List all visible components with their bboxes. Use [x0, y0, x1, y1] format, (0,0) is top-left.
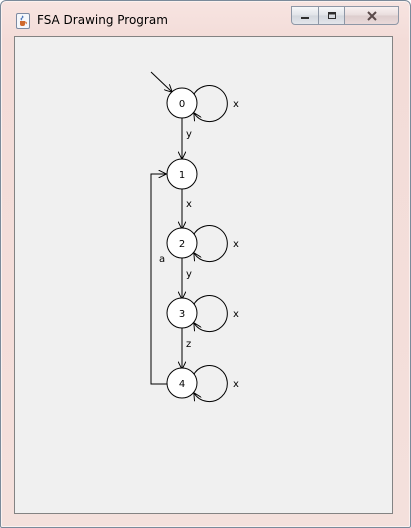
java-cup-icon[interactable] — [16, 13, 30, 29]
self-loop-3[interactable] — [192, 295, 228, 333]
label-0-1: y — [186, 129, 192, 140]
window-title: FSA Drawing Program — [37, 13, 168, 27]
state-3[interactable]: 3 — [166, 297, 198, 329]
state-3-label: 3 — [179, 309, 185, 320]
state-2-label: 2 — [179, 239, 185, 250]
drawing-panel[interactable]: 0 1 2 3 4 x y x x y x — [14, 36, 393, 514]
title-bar[interactable]: FSA Drawing Program — [1, 1, 410, 31]
label-2-2: x — [233, 239, 239, 250]
label-3-4: z — [186, 339, 191, 350]
maximize-button[interactable] — [318, 6, 345, 25]
state-2[interactable]: 2 — [166, 227, 198, 259]
state-0[interactable]: 0 — [166, 87, 198, 119]
label-4-4: x — [233, 379, 239, 390]
self-loop-0[interactable] — [192, 85, 228, 123]
minimize-icon — [301, 16, 309, 19]
fsa-canvas[interactable]: 0 1 2 3 4 x y x x y x — [15, 37, 392, 513]
label-4-1: a — [159, 254, 165, 265]
label-3-3: x — [233, 309, 239, 320]
self-loop-2[interactable] — [192, 225, 228, 263]
label-2-3: y — [186, 269, 192, 280]
label-0-0: x — [233, 99, 239, 110]
close-icon — [366, 10, 377, 21]
minimize-button[interactable] — [291, 6, 319, 25]
state-4[interactable]: 4 — [166, 367, 198, 399]
label-1-2: x — [186, 199, 192, 210]
maximize-icon — [327, 11, 336, 19]
state-1-label: 1 — [179, 170, 185, 181]
caption-buttons — [291, 6, 399, 26]
state-4-label: 4 — [179, 379, 185, 390]
start-arrow — [150, 71, 172, 92]
state-1[interactable]: 1 — [166, 158, 198, 190]
close-button[interactable] — [344, 6, 399, 25]
transition-4-1[interactable] — [150, 174, 167, 385]
self-loop-4[interactable] — [192, 365, 228, 403]
state-0-label: 0 — [179, 99, 185, 110]
